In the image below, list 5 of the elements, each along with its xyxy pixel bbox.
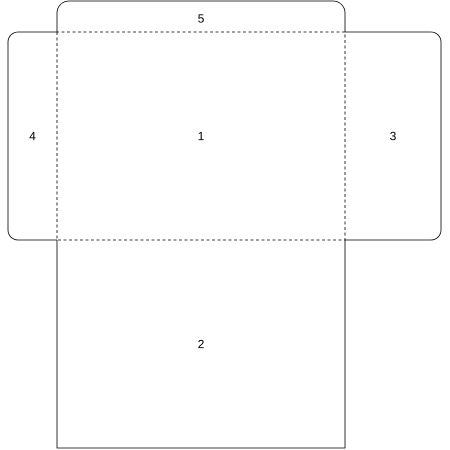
template-panel: 4 <box>8 32 58 240</box>
template-panel: 2 <box>56 240 346 448</box>
template-panel: 3 <box>344 32 442 240</box>
template-panel: 1 <box>56 32 346 240</box>
template-panel: 5 <box>56 0 346 32</box>
